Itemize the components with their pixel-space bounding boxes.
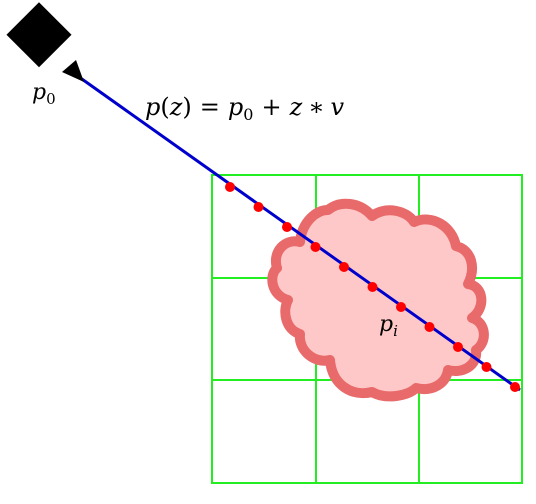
eq-p: p bbox=[145, 93, 160, 121]
sample-point bbox=[424, 322, 435, 332]
sample-points bbox=[225, 182, 520, 392]
eq-lparen: ( bbox=[160, 93, 169, 121]
ray-line bbox=[71, 70, 521, 392]
eq-plus: + bbox=[261, 93, 281, 121]
point-label-sub: i bbox=[393, 322, 398, 340]
eq-star: ∗ bbox=[308, 93, 324, 121]
eq-z: z bbox=[169, 93, 183, 121]
camera-lens bbox=[62, 60, 84, 82]
sample-point bbox=[310, 242, 321, 252]
sample-point bbox=[339, 262, 349, 272]
sample-point bbox=[481, 362, 492, 372]
camera-label-sub: 0 bbox=[46, 90, 56, 108]
eq-equals: = bbox=[200, 93, 220, 121]
eq-z2: z bbox=[289, 93, 303, 121]
cloud-volume bbox=[267, 198, 489, 402]
camera-icon bbox=[6, 2, 84, 82]
camera-label: p0 bbox=[32, 80, 56, 108]
sample-point bbox=[282, 222, 292, 232]
grid-border bbox=[211, 174, 523, 484]
sample-point bbox=[510, 382, 520, 392]
point-label: pi bbox=[379, 312, 398, 340]
sample-point bbox=[453, 342, 463, 352]
camera-label-base: p bbox=[32, 80, 46, 105]
point-label-base: p bbox=[379, 312, 393, 337]
eq-v: v bbox=[331, 93, 345, 121]
ray-equation: p(z)=p0+z∗v bbox=[145, 93, 345, 124]
camera-body bbox=[6, 2, 72, 68]
sample-point bbox=[396, 302, 406, 312]
eq-sub0: 0 bbox=[243, 105, 253, 124]
sample-point bbox=[367, 282, 378, 292]
sample-point bbox=[225, 182, 235, 192]
sample-point bbox=[253, 202, 264, 212]
eq-rparen: ) bbox=[182, 93, 191, 121]
eq-p0: p bbox=[228, 93, 243, 121]
